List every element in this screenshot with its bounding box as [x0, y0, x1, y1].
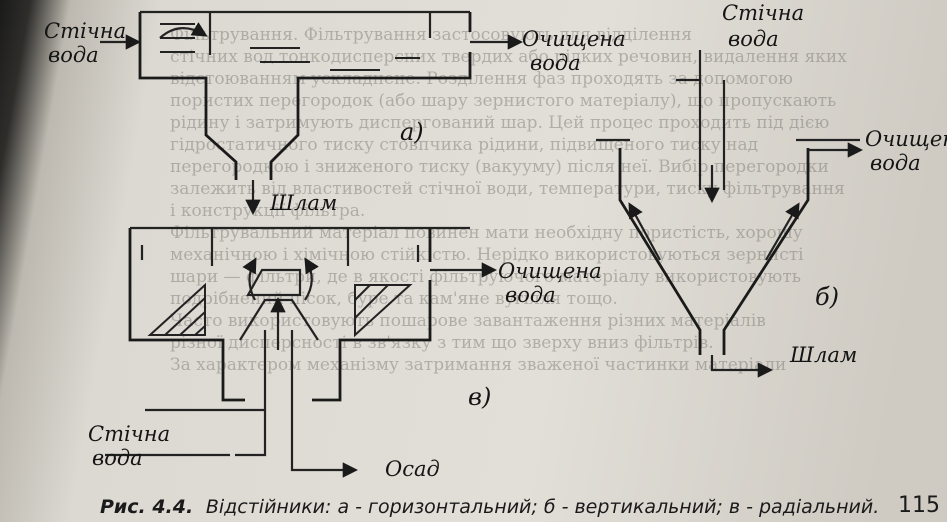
raw-water-label-v-2: вода: [92, 446, 143, 470]
sediment-hatch-right: [354, 284, 413, 338]
clean-water-label-v: Очищена: [498, 259, 602, 283]
bg-line: Фільтрувальний матеріал повинен мати нео…: [170, 223, 803, 243]
sediment-outlet-arrow: [290, 440, 359, 478]
raw-water-label-b: Стічна: [722, 1, 804, 25]
bg-line: Часто використовують пошарове завантажен…: [170, 311, 766, 331]
clean-water-label-b-2: вода: [870, 151, 921, 175]
clean-water-label-a-2: вода: [530, 51, 581, 75]
water-surface-dashes: [160, 23, 420, 71]
letter-a-label: а): [400, 118, 424, 146]
settler-radial: Очищена вода Стічна вода Осад в): [88, 226, 602, 481]
figure-number: Рис. 4.4.: [100, 496, 193, 518]
page-number: 115: [898, 493, 940, 518]
central-distributor: [246, 268, 302, 297]
bg-line: механічною і хімічною стійкістю. Нерідко…: [170, 245, 804, 265]
radial-tank-outline: [128, 228, 432, 402]
settler-horizontal: Стічна вода Очищена вода Шлам а): [44, 10, 626, 216]
bg-line: стічних вод тонкодисперсних твердих або …: [170, 47, 847, 67]
raw-water-label-a-2: вода: [48, 43, 99, 67]
inlet-riser-v: [235, 410, 267, 457]
bg-line: відстоюванням ускладнене. Розділення фаз…: [170, 69, 793, 89]
side-flow-arrow-left: [628, 202, 661, 261]
settler-vertical: Стічна вода Очищена вода Шлам б): [596, 1, 947, 378]
raw-water-label-v: Стічна: [88, 422, 170, 446]
bg-line: залежить від властивостей стічної води, …: [170, 179, 845, 199]
bg-line: За характером механізму затримання зваже…: [170, 355, 786, 375]
side-flow-arrow-right: [765, 202, 800, 261]
inlet-tube-left: [676, 78, 702, 190]
clean-water-label-b: Очищена: [865, 127, 947, 151]
background-text: Фільтрування. Фільтрування застосовують …: [170, 25, 847, 375]
horizontal-tank-outline: [138, 12, 472, 180]
radial-baffles: [210, 228, 350, 266]
letter-b-label: б): [815, 283, 839, 311]
raw-water-label-a: Стічна: [44, 19, 126, 43]
raw-water-label-b-2: вода: [728, 27, 779, 51]
up-flow-arrow-right: [304, 257, 319, 301]
bg-line: перегородкою і зниженого тиску (вакууму)…: [170, 157, 829, 177]
up-flow-arrow-left: [242, 257, 257, 301]
flow-curve-arrow: [159, 22, 208, 39]
sediment-hatch-left: [147, 282, 206, 336]
bg-line: гідростатичного тиску стовпчика рідини, …: [170, 135, 758, 155]
letter-v-label: в): [468, 383, 491, 411]
sediment-label: Осад: [385, 457, 440, 481]
bg-line: різної дисперсності в зв'язку з тим що з…: [170, 333, 714, 353]
sludge-arrow-b: [710, 355, 774, 378]
figure-caption: Рис. 4.4. Відстійники: а - горизонтальни…: [100, 496, 879, 518]
figure-caption-text: Відстійники: а - горизонтальний; б - вер…: [206, 496, 879, 518]
vertical-cone-outline: [618, 148, 810, 355]
sludge-label-a: Шлам: [269, 191, 337, 215]
bg-line: і конструкції фільтра.: [170, 201, 365, 221]
bg-line: рідину і затримують диспергований шар. Ц…: [170, 113, 829, 133]
sludge-label-b: Шлам: [789, 343, 857, 367]
clean-water-label-v-2: вода: [505, 283, 556, 307]
bg-line: пористих перегородок (або шару зернистог…: [170, 91, 836, 111]
clean-water-label-a: Очищена: [522, 27, 626, 51]
